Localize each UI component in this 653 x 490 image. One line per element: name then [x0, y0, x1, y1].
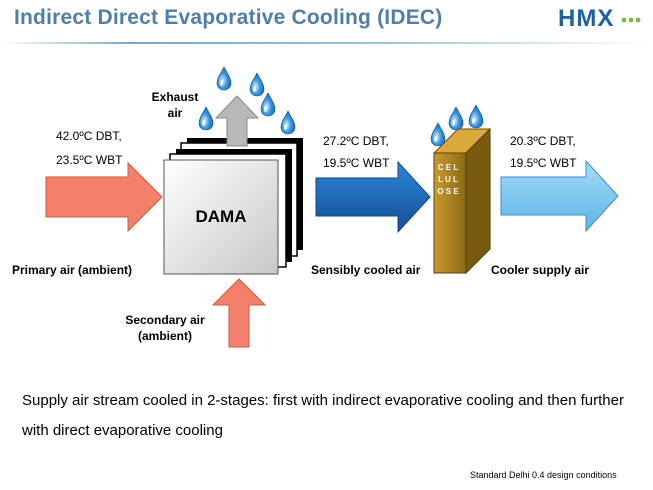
hmx-logo: HMX	[558, 5, 615, 32]
exhaust-label-line2: air	[167, 106, 183, 120]
inlet-dbt: 42.0ºC DBT,	[56, 129, 122, 143]
logo-dots-icon	[621, 17, 641, 23]
description-text: Supply air stream cooled in 2-stages: fi…	[22, 392, 624, 439]
secondary-air-arrow	[211, 278, 267, 348]
dama-exchanger	[163, 138, 303, 275]
sensibly-cooled-air-arrow	[315, 160, 431, 234]
outlet-wbt: 19.5ºC WBT	[510, 156, 577, 170]
water-drop-icon	[448, 106, 464, 131]
water-drop-icon	[280, 110, 296, 135]
secondary-air-label-line1: Secondary air	[125, 313, 205, 327]
water-drop-icon	[216, 66, 232, 91]
water-drop-icon	[468, 104, 484, 129]
mid-wbt: 19.5ºC WBT	[323, 156, 390, 170]
exhaust-label-line1: Exhaust	[151, 90, 199, 104]
cooler-supply-air-label: Cooler supply air	[491, 263, 590, 277]
primary-air-arrow	[45, 161, 163, 233]
water-drop-icon	[249, 72, 265, 97]
water-drop-icon	[430, 122, 446, 147]
cellulose-label: C E L L U L O S E	[437, 163, 459, 196]
mid-dbt: 27.2ºC DBT,	[323, 134, 389, 148]
water-drop-icon	[260, 92, 276, 117]
exhaust-air-arrow	[214, 95, 260, 147]
outlet-dbt: 20.3ºC DBT,	[510, 134, 576, 148]
page-title: Indirect Direct Evaporative Cooling (IDE…	[14, 6, 443, 29]
sensibly-cooled-air-label: Sensibly cooled air	[311, 263, 421, 277]
title-divider	[0, 42, 653, 44]
dama-label: DAMA	[195, 207, 247, 226]
footnote: Standard Delhi 0.4 design conditions	[470, 470, 617, 480]
cellulose-pad	[432, 127, 492, 275]
secondary-air-label-line2: (ambient)	[138, 329, 192, 343]
primary-air-label: Primary air (ambient)	[12, 263, 133, 277]
cooler-supply-air-arrow	[500, 159, 619, 233]
inlet-wbt: 23.5ºC WBT	[56, 153, 123, 167]
